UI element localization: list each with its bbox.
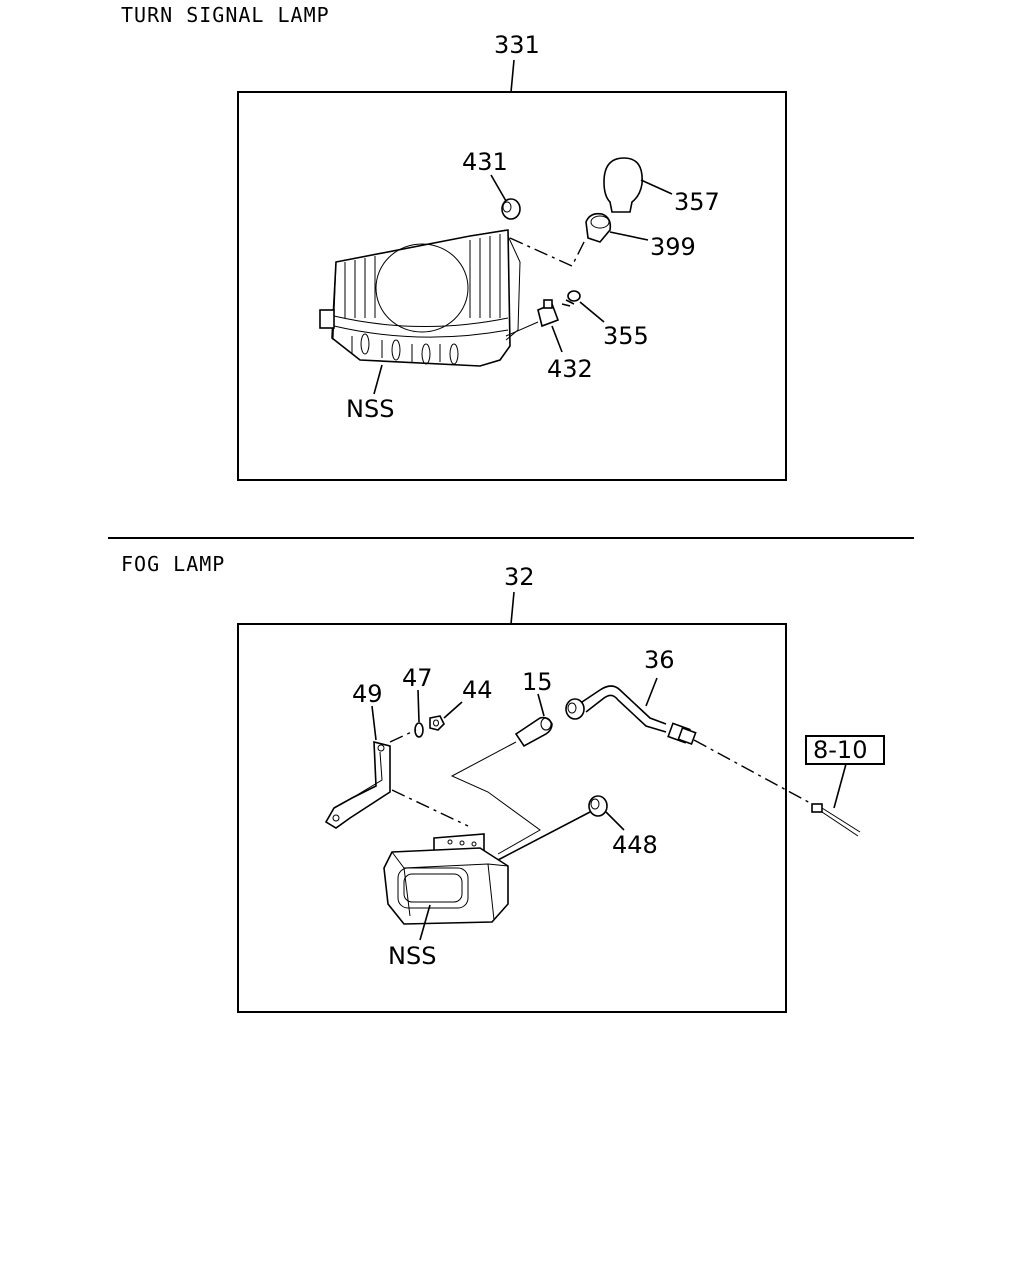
leader-36 [645,677,658,707]
turn-signal-section: TURN SIGNAL LAMP 331 [121,3,787,481]
grommet-connection-line [497,811,591,861]
lens-ribs [344,234,501,318]
leader-431 [490,174,507,202]
harness-36 [565,685,697,746]
turn-signal-frame [237,91,787,481]
leader-15 [537,693,545,717]
callout-399: 399 [650,233,696,261]
leader-49 [371,705,377,741]
turn-signal-title: TURN SIGNAL LAMP [121,3,330,27]
washer-47 [414,722,424,738]
socket-connection-line [509,237,587,267]
fog-lamp-assembly-number: 32 [504,563,535,591]
callout-355: 355 [603,322,649,350]
fog-lamp-frame [237,623,787,1013]
leader-432 [551,325,563,353]
callout-nss-fog: NSS [388,942,436,970]
bulb-connection-line [450,741,541,855]
fog-lamp-section: FOG LAMP 32 49 47 44 15 [121,552,885,1013]
connector-432 [537,299,560,328]
fog-lamp-body [383,789,509,925]
turn-signal-assembly-number: 331 [494,31,540,59]
leader-357 [640,179,673,195]
leader-nss-fog [419,904,431,941]
socket-399 [585,212,612,243]
fog-assembly-leader-line [510,591,515,625]
reference-box [805,735,885,765]
external-connector [811,803,861,837]
leader-355 [579,301,605,323]
callout-47: 47 [402,664,433,692]
leader-47 [417,689,420,723]
fog-lamp-title: FOG LAMP [121,552,225,576]
grommet-431 [501,198,521,220]
connector-link [505,321,539,337]
callout-36: 36 [644,646,675,674]
leader-44 [443,701,463,719]
bracket-49 [324,740,391,829]
reference-8-10: 8-10 [813,736,867,764]
callout-432: 432 [547,355,593,383]
turn-signal-lamp-housing [319,229,521,367]
bulb-357 [603,157,643,213]
leader-448 [605,811,625,831]
grommet-448 [588,795,608,817]
assembly-leader-line [510,59,515,93]
callout-44: 44 [462,676,493,704]
callout-15: 15 [522,668,553,696]
callout-431: 431 [462,148,508,176]
harness-connection-line [693,739,813,805]
reference-leader [833,763,847,809]
washer-alignment-line [389,729,417,743]
bulb-15 [514,716,553,748]
callout-357: 357 [674,188,720,216]
callout-448: 448 [612,831,658,859]
callout-nss-turn: NSS [346,395,394,423]
callout-49: 49 [352,680,383,708]
screw-355 [561,290,581,307]
nut-44 [429,715,445,731]
leader-nss-turn [373,364,383,395]
lens-reflector-marks [351,333,459,365]
leader-399 [609,231,649,241]
